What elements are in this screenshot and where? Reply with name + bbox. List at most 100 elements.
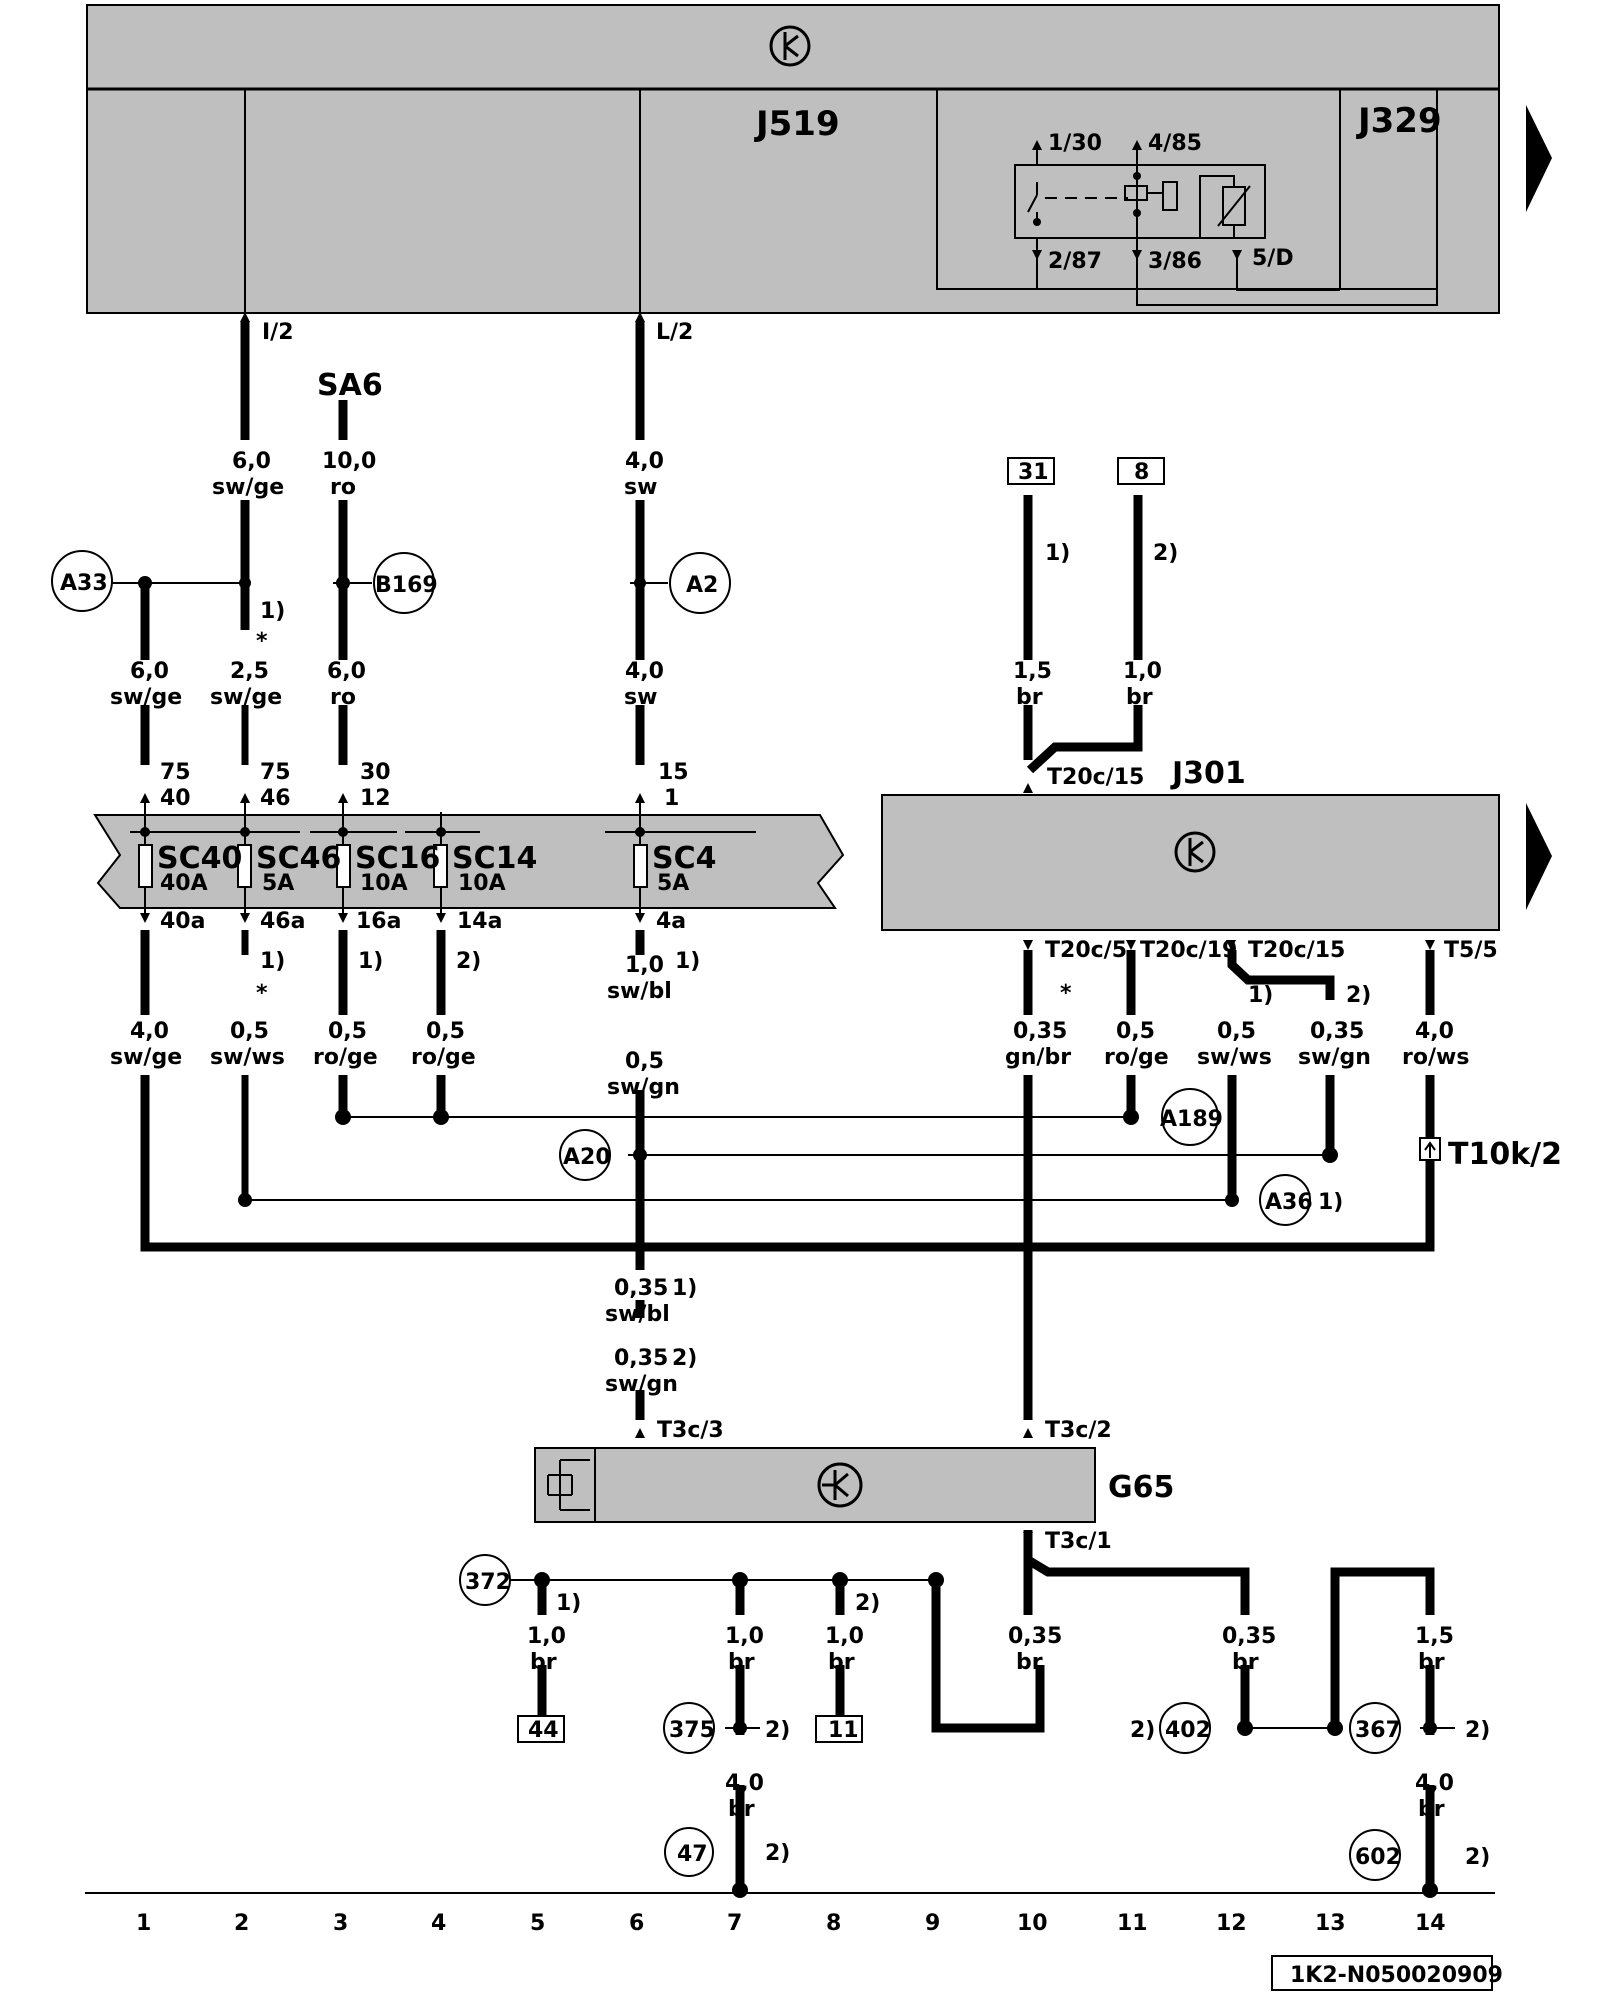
svg-text:br: br [1418, 1797, 1445, 1822]
svg-text:sw: sw [624, 475, 657, 500]
svg-text:2): 2) [855, 1591, 880, 1616]
svg-text:1): 1) [1318, 1190, 1343, 1215]
svg-text:4,0: 4,0 [130, 1019, 169, 1044]
svg-text:*: * [1060, 981, 1072, 1006]
middle-nodes: A189 A20 A36 1) T10k/2 [238, 1088, 1562, 1226]
fuse-holder-sc [93, 793, 845, 923]
svg-text:9: 9 [925, 1911, 940, 1936]
svg-text:A2: A2 [686, 573, 718, 598]
terminal-box-11 [815, 1715, 863, 1743]
svg-text:ro/ws: ro/ws [1402, 1045, 1469, 1070]
node-375 [663, 1702, 715, 1754]
svg-text:1): 1) [260, 949, 285, 974]
svg-text:4,0: 4,0 [625, 659, 664, 684]
svg-text:ro/ge: ro/ge [1104, 1045, 1169, 1070]
document-code-box [1271, 1955, 1493, 1991]
svg-text:2): 2) [765, 1718, 790, 1743]
bottom-nodes: 372 375 47 402 367 602 44 11 [459, 1554, 1438, 1898]
svg-text:5/D: 5/D [1252, 246, 1294, 271]
svg-text:7: 7 [727, 1911, 742, 1936]
svg-text:T20c/19: T20c/19 [1140, 938, 1237, 963]
svg-text:4,0: 4,0 [725, 1771, 764, 1796]
svg-text:0,35: 0,35 [1222, 1624, 1276, 1649]
svg-text:16a: 16a [356, 909, 401, 934]
svg-text:1,5: 1,5 [1415, 1624, 1454, 1649]
svg-text:5A: 5A [657, 871, 689, 896]
svg-text:sw/bl: sw/bl [605, 1302, 670, 1327]
svg-text:2): 2) [456, 949, 481, 974]
svg-text:75: 75 [160, 760, 191, 785]
svg-text:br: br [728, 1650, 755, 1675]
svg-text:4,0: 4,0 [1415, 1771, 1454, 1796]
svg-text:A36: A36 [1265, 1190, 1313, 1215]
document-code: 1K2-N050020909 [1290, 1963, 1503, 1988]
node-a2 [669, 552, 731, 614]
continuation-arrow-mid [1526, 803, 1552, 910]
svg-text:6: 6 [629, 1911, 644, 1936]
middle-wire-labels: 4,0 sw/ge 0,5 sw/ws 0,5 ro/ge 0,5 ro/ge … [110, 949, 1469, 1397]
svg-text:3: 3 [333, 1911, 348, 1936]
svg-text:I/2: I/2 [262, 320, 294, 345]
svg-text:13: 13 [1315, 1911, 1346, 1936]
svg-text:sw/ge: sw/ge [110, 685, 182, 710]
svg-text:br: br [1232, 1650, 1259, 1675]
svg-text:4a: 4a [656, 909, 686, 934]
svg-text:ro/ge: ro/ge [313, 1045, 378, 1070]
svg-text:sw/ge: sw/ge [212, 475, 284, 500]
bottom-wire-labels: 1) 2) 1,0 br 1,0 br 1,0 br 0,35 br 0,35 … [527, 1591, 1490, 1870]
svg-text:12: 12 [360, 786, 391, 811]
svg-text:br: br [1418, 1650, 1445, 1675]
svg-text:ro: ro [330, 475, 356, 500]
svg-text:10,0: 10,0 [322, 449, 376, 474]
upper-wire-labels: 6,0 sw/ge 10,0 ro 4,0 sw 6,0 sw/ge 2,5 s… [110, 449, 1178, 710]
svg-text:14: 14 [1415, 1911, 1446, 1936]
svg-text:15: 15 [658, 760, 689, 785]
svg-text:10: 10 [1017, 1911, 1048, 1936]
j301-label: J301 [1170, 756, 1246, 791]
svg-text:0,5: 0,5 [230, 1019, 269, 1044]
svg-text:br: br [1126, 685, 1153, 710]
node-602 [1349, 1829, 1401, 1881]
svg-text:1,5: 1,5 [1013, 659, 1052, 684]
svg-text:402: 402 [1165, 1718, 1211, 1743]
svg-text:5: 5 [530, 1911, 545, 1936]
svg-text:40a: 40a [160, 909, 205, 934]
svg-text:30: 30 [360, 760, 391, 785]
svg-text:2): 2) [1130, 1718, 1155, 1743]
svg-text:6,0: 6,0 [327, 659, 366, 684]
svg-text:B169: B169 [375, 573, 438, 598]
svg-text:T20c/5: T20c/5 [1045, 938, 1127, 963]
svg-text:2): 2) [765, 1841, 790, 1866]
svg-text:0,35: 0,35 [1008, 1624, 1062, 1649]
continuation-arrow-top [1526, 105, 1552, 212]
svg-text:3/86: 3/86 [1148, 249, 1202, 274]
svg-text:2): 2) [672, 1346, 697, 1371]
svg-text:A20: A20 [563, 1145, 611, 1170]
svg-text:0,5: 0,5 [625, 1049, 664, 1074]
svg-text:gn/br: gn/br [1005, 1045, 1071, 1070]
svg-text:11: 11 [1117, 1911, 1148, 1936]
svg-text:1: 1 [136, 1911, 151, 1936]
svg-text:0,5: 0,5 [1217, 1019, 1256, 1044]
svg-text:8: 8 [826, 1911, 841, 1936]
svg-text:br: br [828, 1650, 855, 1675]
svg-text:46a: 46a [260, 909, 305, 934]
svg-text:1,0: 1,0 [527, 1624, 566, 1649]
svg-text:sw/ws: sw/ws [1197, 1045, 1272, 1070]
svg-text:10A: 10A [360, 871, 408, 896]
upper-nodes: A33 B169 A2 [51, 550, 731, 614]
j329-relay: 1/30 4/85 2/87 3/86 5/D [936, 88, 1438, 306]
svg-text:10A: 10A [458, 871, 506, 896]
node-b169 [373, 552, 435, 614]
svg-text:2): 2) [1465, 1845, 1490, 1870]
j519-label: J519 [754, 104, 840, 144]
svg-text:75: 75 [260, 760, 291, 785]
svg-text:0,35: 0,35 [1013, 1019, 1067, 1044]
svg-text:31: 31 [1018, 460, 1049, 485]
svg-text:5A: 5A [262, 871, 294, 896]
sa6-label: SA6 [317, 368, 383, 403]
svg-text:40: 40 [160, 786, 191, 811]
svg-text:A33: A33 [60, 571, 108, 596]
svg-text:sw/ge: sw/ge [110, 1045, 182, 1070]
j519-control-unit [86, 4, 1500, 314]
